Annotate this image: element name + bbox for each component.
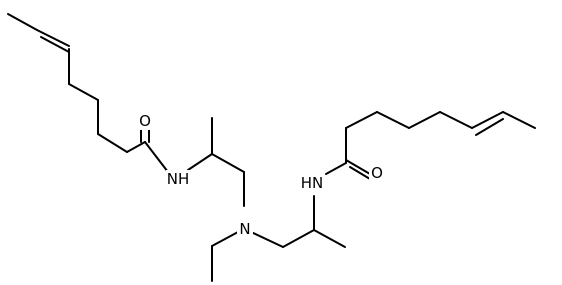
bond-hn-c-right — [325, 162, 347, 175]
bond-r4 — [408, 111, 441, 129]
bond-r6-double-a — [471, 111, 504, 129]
bond-l4 — [68, 83, 99, 101]
bond-carbonyl-right-a — [345, 159, 371, 175]
bond-ch-ch2-left — [211, 153, 245, 173]
bond-r2 — [345, 111, 378, 129]
atom-o-left-label: O — [139, 112, 151, 130]
atom-nh-left: NH — [166, 170, 190, 188]
bond-l6 — [97, 133, 128, 153]
bond-l2-double-b — [40, 36, 70, 53]
atom-o-right: O — [369, 164, 385, 182]
bond-r3 — [376, 111, 410, 129]
bond-ch-methyl-right — [313, 229, 346, 248]
atom-n-center: N — [237, 220, 253, 238]
atom-hn-right: HN — [299, 174, 325, 192]
bond-c-nh-left — [144, 141, 169, 173]
bond-l2-double-a — [36, 29, 70, 47]
atom-o-right-label: O — [371, 164, 383, 182]
atom-hn-right-label: HN — [301, 174, 324, 192]
atom-o-left: O — [137, 112, 153, 130]
bond-l7 — [126, 141, 146, 153]
bond-ch2-ch-right — [282, 229, 315, 248]
bond-r7 — [502, 111, 536, 129]
bond-l1 — [7, 13, 38, 31]
bond-r5 — [439, 111, 473, 129]
atom-nh-left-label: NH — [167, 170, 190, 188]
bond-nh-ch-left — [187, 153, 213, 171]
bond-n-ch2-right — [250, 231, 284, 248]
atom-n-center-label: N — [239, 220, 250, 238]
bond-r6-double-b — [475, 118, 504, 136]
bond-carbonyl-right-b — [349, 166, 371, 180]
bond-n-ethyl-1 — [211, 231, 239, 247]
